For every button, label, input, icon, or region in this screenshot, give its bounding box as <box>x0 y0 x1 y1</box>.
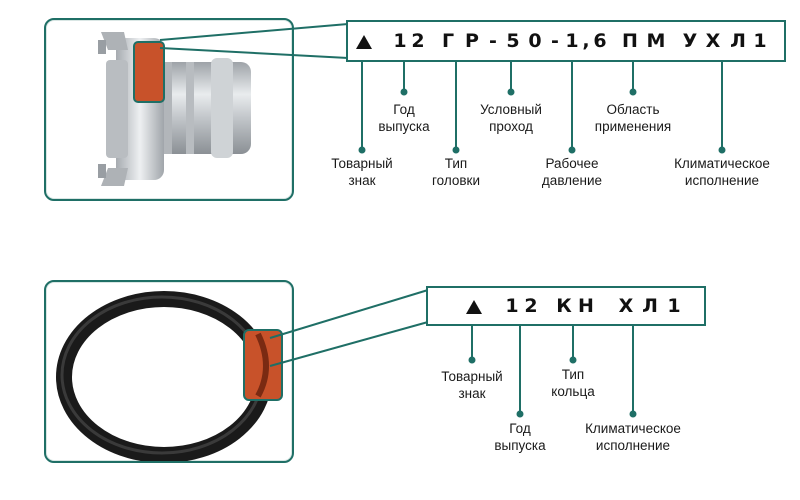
code-char: К <box>556 295 572 317</box>
code-char: Х <box>705 30 721 52</box>
code-char: Л <box>642 295 658 317</box>
label-trademark: Товарный знак <box>331 156 393 188</box>
code-char: У <box>682 30 698 52</box>
code-char: 1 <box>667 295 681 317</box>
code-char: 2 <box>524 295 538 317</box>
code-char: Р <box>465 30 479 52</box>
code-char: П <box>622 30 638 52</box>
coupling-head-image <box>98 32 251 186</box>
code-char: 1 <box>393 30 407 52</box>
coupling-code-box: 1 2 Г Р - 5 0 - 1 , 6 П М У Х Л 1 <box>346 20 786 62</box>
ring-label-climatic-version: Климатическое исполнение <box>585 421 681 453</box>
ring-photo-panel <box>44 280 294 463</box>
label-year: Год выпуска <box>378 102 430 134</box>
ring-label-ring-type: Тип кольца <box>551 367 595 399</box>
ring-code-box: 1 2 К Н Х Л 1 <box>426 286 706 326</box>
code-char: 1 <box>505 295 519 317</box>
code-char: 1 <box>565 30 579 52</box>
code-char: Л <box>730 30 746 52</box>
code-char: 0 <box>528 30 542 52</box>
label-nominal-bore: Условный проход <box>480 102 542 134</box>
ring-label-year: Год выпуска <box>494 421 546 453</box>
coupling-photo-panel <box>44 18 294 201</box>
label-climatic-version: Климатическое исполнение <box>674 156 770 188</box>
ring-trademark-triangle-icon <box>466 300 482 314</box>
code-char: - <box>489 30 497 52</box>
code-char: Х <box>618 295 634 317</box>
trademark-triangle-icon <box>356 35 372 49</box>
code-char: , <box>582 30 590 52</box>
code-char: М <box>646 30 666 52</box>
code-char: 5 <box>506 30 520 52</box>
code-char: 6 <box>593 30 607 52</box>
code-char: 2 <box>411 30 425 52</box>
code-char: 1 <box>753 30 767 52</box>
label-head-type: Тип головки <box>432 156 480 188</box>
marking-highlight <box>133 41 165 103</box>
label-application-area: Область применения <box>594 102 672 134</box>
label-working-pressure: Рабочее давление <box>541 156 603 188</box>
code-char: - <box>551 30 559 52</box>
ring-label-trademark: Товарный знак <box>441 369 503 401</box>
code-char: Г <box>441 30 455 52</box>
sealing-ring-image <box>56 291 283 463</box>
code-char: Н <box>578 295 594 317</box>
